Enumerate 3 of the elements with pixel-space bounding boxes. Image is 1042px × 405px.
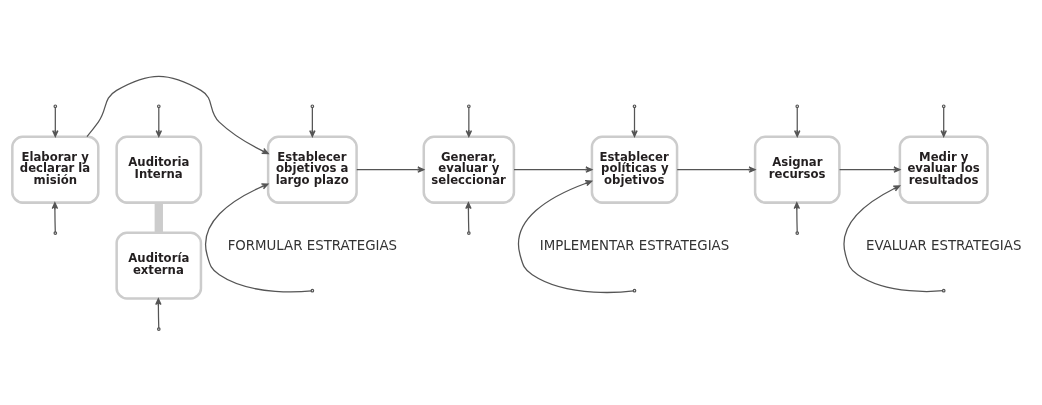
label: EVALUAR ESTRATEGIAS [866, 237, 1022, 253]
label: FORMULAR ESTRATEGIAS [227, 237, 398, 253]
label: IMPLEMENTAR ESTRATEGIAS [539, 237, 730, 253]
